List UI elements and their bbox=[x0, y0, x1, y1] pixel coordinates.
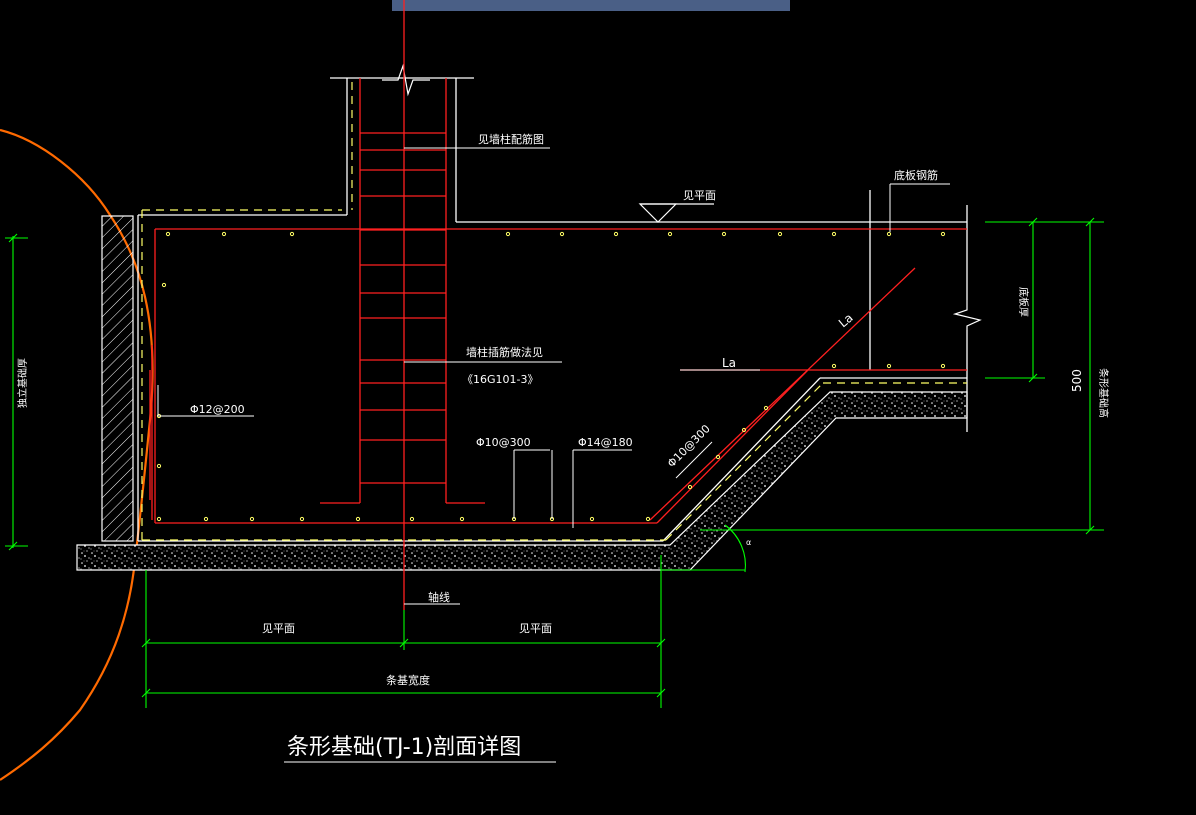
concrete-bedding bbox=[76, 391, 968, 571]
bottom-slab-rebar-label: 底板钢筋 bbox=[894, 168, 938, 182]
la-diagonal-label: La bbox=[836, 311, 856, 331]
see-plan-top-label: 见平面 bbox=[683, 189, 716, 202]
see-plan-right-label: 见平面 bbox=[519, 622, 552, 635]
rebar bbox=[149, 0, 967, 610]
slope-angle-label: α bbox=[746, 538, 751, 547]
phi12-label: Φ12@200 bbox=[190, 403, 245, 416]
break-line-icon bbox=[952, 300, 982, 330]
hidden-lines bbox=[141, 82, 967, 541]
phi10-a-label: Φ10@300 bbox=[476, 436, 531, 449]
la-horizontal-label: La bbox=[722, 356, 736, 370]
phi14-label: Φ14@180 bbox=[578, 436, 633, 449]
atlas-ref-label: 《16G101-3》 bbox=[462, 373, 538, 386]
phi10-b-label: Φ10@300 bbox=[665, 422, 713, 470]
strip-width-label: 条基宽度 bbox=[386, 673, 430, 687]
axis-line-label: 轴线 bbox=[428, 590, 450, 604]
see-plan-left-label: 见平面 bbox=[262, 622, 295, 635]
strip-foundation-height-label: 条形基础高 bbox=[1097, 368, 1110, 418]
independent-foundation-label: 独立基础厚 bbox=[16, 358, 29, 408]
foundation-outline bbox=[137, 77, 968, 542]
markup-curve bbox=[0, 128, 154, 781]
slab-thickness-label: 底板厚 bbox=[1017, 287, 1030, 317]
dim-500-label: 500 bbox=[1070, 369, 1084, 392]
hatched-wall bbox=[101, 215, 134, 542]
window-title-banner bbox=[392, 0, 790, 11]
column-anchor-label: 墙柱插筋做法见 bbox=[466, 345, 543, 359]
break-line-icon bbox=[382, 63, 430, 97]
leader-lines bbox=[157, 147, 950, 763]
drawing-title: 条形基础(TJ-1)剖面详图 bbox=[287, 735, 521, 760]
dimension-lines bbox=[5, 217, 1104, 708]
triangle-level-icon bbox=[638, 203, 714, 223]
wall-column-rebar-label: 见墙柱配筋图 bbox=[478, 132, 544, 146]
rebar-dots bbox=[156, 231, 946, 522]
